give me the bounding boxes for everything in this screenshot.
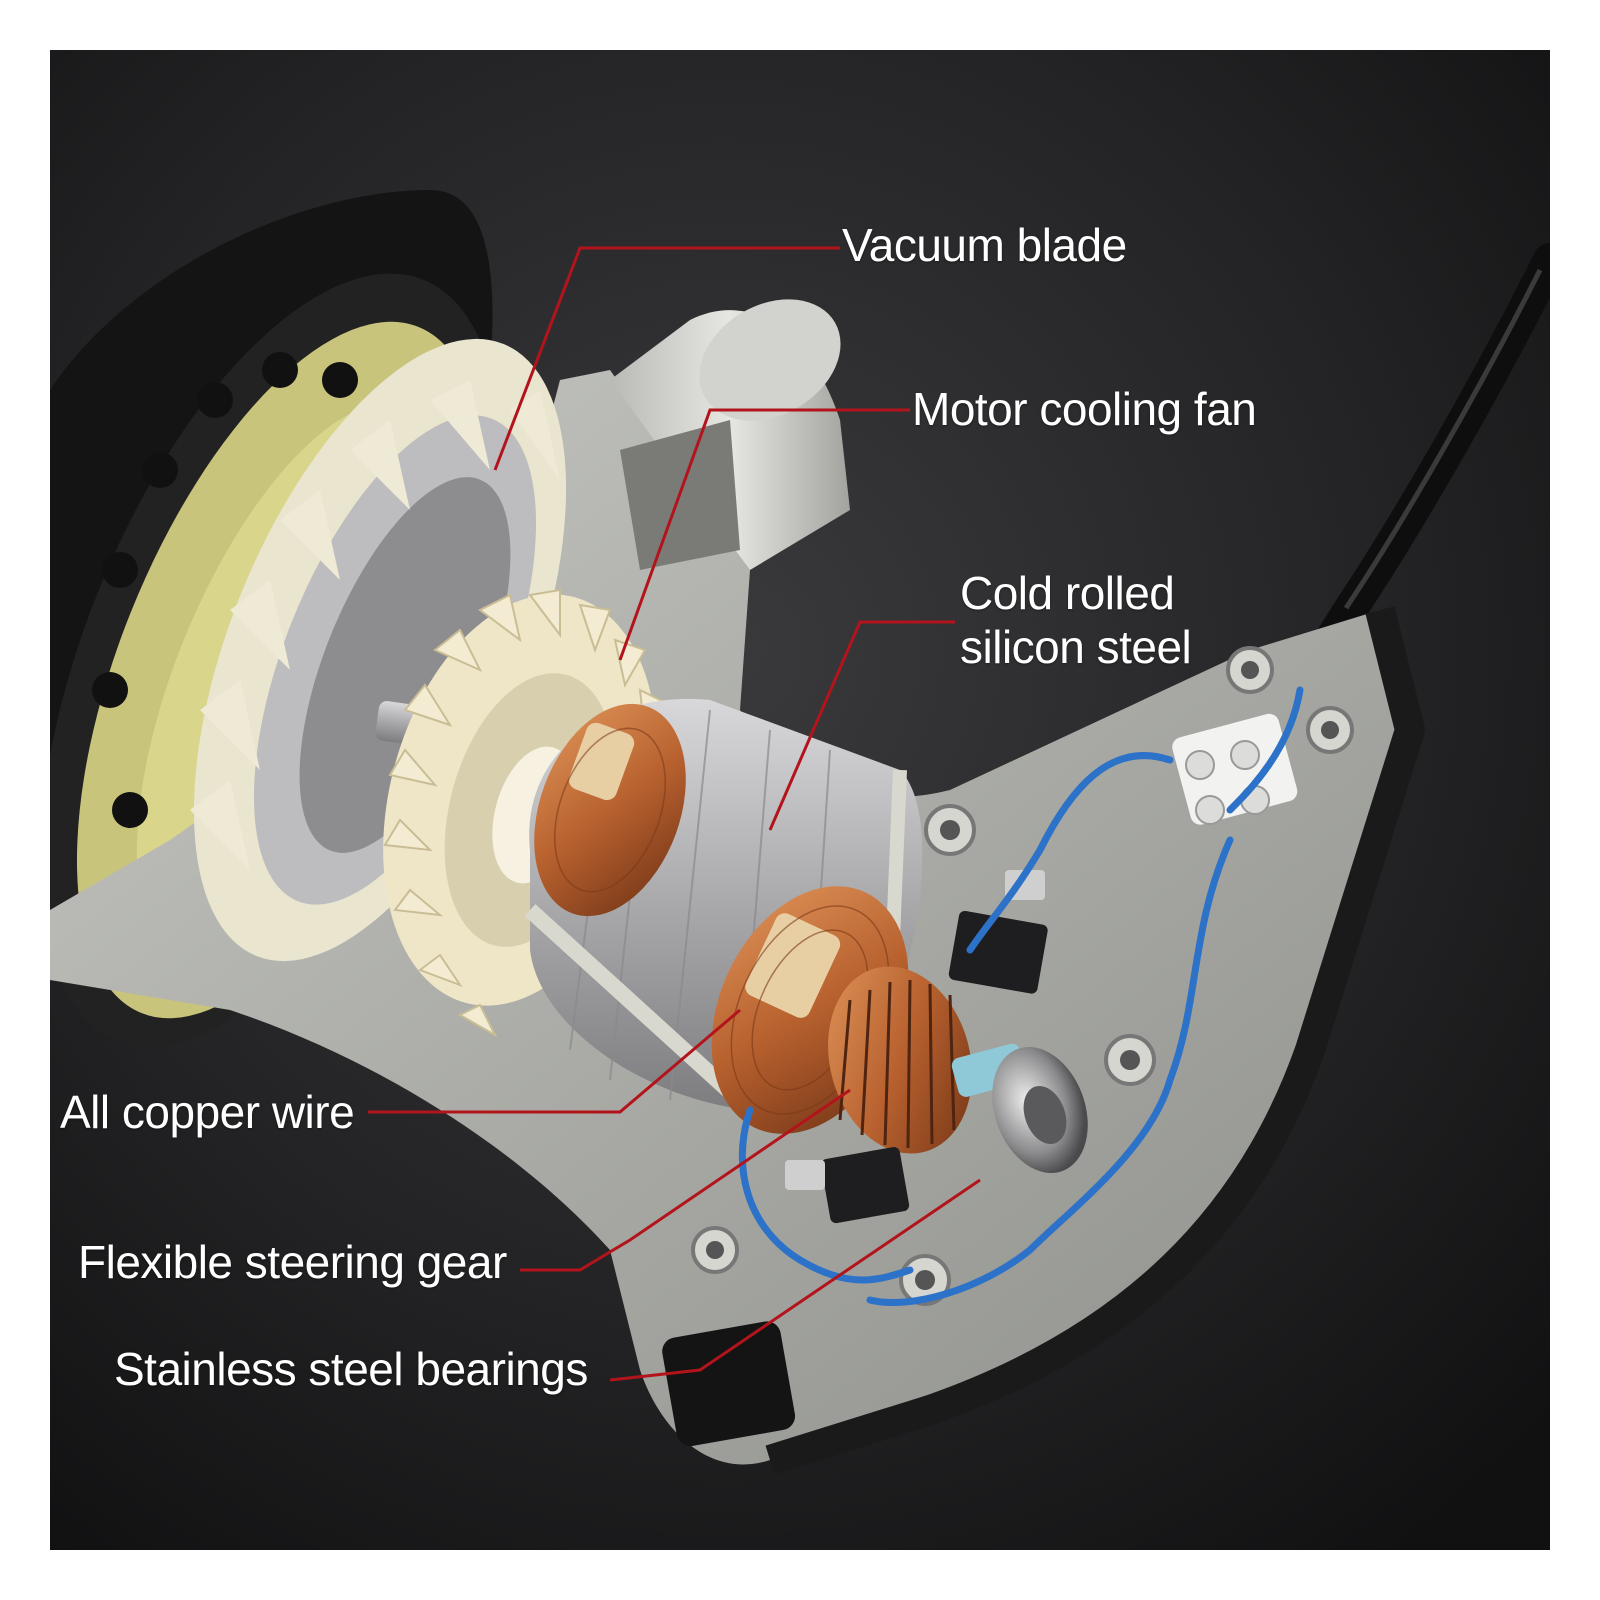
label-motor-cooling-fan: Motor cooling fan bbox=[912, 383, 1257, 435]
leader-bearings bbox=[609, 1178, 981, 1382]
motor-illustration bbox=[50, 50, 1550, 1550]
leader-silicon-steel bbox=[768, 620, 955, 831]
leader-copper-wire bbox=[368, 1008, 741, 1114]
blue-wires bbox=[738, 686, 1304, 1306]
bearing-part bbox=[992, 1047, 1088, 1173]
label-vacuum-blade: Vacuum blade bbox=[842, 219, 1127, 271]
label-silicon-steel-line-2: silicon steel bbox=[960, 621, 1192, 673]
power-cord bbox=[1283, 243, 1550, 707]
label-silicon-steel-line-1: Cold rolled bbox=[960, 567, 1175, 619]
label-bearings: Stainless steel bearings bbox=[114, 1343, 588, 1395]
terminal-block bbox=[1172, 713, 1298, 825]
copper-coils-part bbox=[534, 703, 909, 1134]
label-copper-wire: All copper wire bbox=[60, 1086, 355, 1138]
power-cord-highlight bbox=[1343, 268, 1543, 610]
leader-motor-cooling-fan bbox=[618, 408, 910, 661]
diagram-frame: Vacuum blade Motor cooling fan Cold roll… bbox=[50, 50, 1550, 1550]
switch-block bbox=[662, 1321, 796, 1447]
leader-lines bbox=[368, 246, 981, 1382]
leader-vacuum-blade bbox=[493, 246, 840, 471]
label-silicon-steel: Cold rolled silicon steel bbox=[960, 566, 1192, 674]
leader-steering-gear bbox=[520, 1088, 851, 1272]
exhaust-pipe bbox=[610, 299, 850, 570]
label-steering-gear: Flexible steering gear bbox=[78, 1236, 507, 1288]
